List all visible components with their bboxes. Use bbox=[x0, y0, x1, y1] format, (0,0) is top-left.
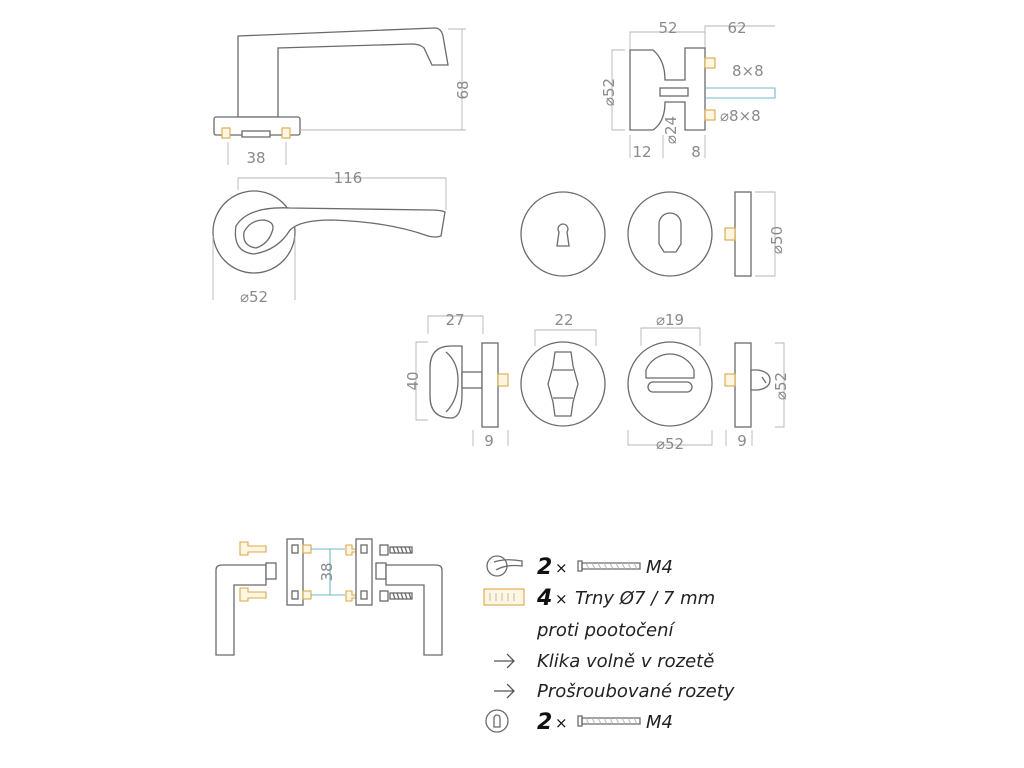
legend-row-1: 2 × M4 bbox=[486, 555, 673, 580]
legend-row-4: Klika volně v rozetě bbox=[494, 651, 714, 672]
wc-release-side-view: 9 ⌀52 bbox=[724, 342, 790, 450]
dim-release-width: 22 bbox=[554, 311, 573, 329]
legend-text-2: Trny Ø7 / 7 mm bbox=[575, 588, 715, 609]
legend-text-5: Prošroubované rozety bbox=[537, 681, 735, 702]
legend: 2 × M4 4 × Trny Ø7 / 7 mm proti pootočen… bbox=[483, 555, 735, 735]
cylinder-rose bbox=[627, 191, 713, 277]
dim-escutcheon-diameter: ⌀50 bbox=[768, 226, 786, 254]
legend-text-4: Klika volně v rozetě bbox=[537, 651, 714, 672]
legend-text-1: M4 bbox=[646, 557, 673, 578]
dim-knob-offset: 12 bbox=[632, 143, 651, 161]
dim-knob-base: 8 bbox=[691, 143, 701, 161]
dim-release-base: 9 bbox=[737, 432, 747, 450]
legend-row-2: 4 × Trny Ø7 / 7 mm bbox=[483, 586, 715, 611]
legend-row-5: Prošroubované rozety bbox=[494, 681, 735, 702]
dim-knob-diameter: ⌀52 bbox=[600, 78, 618, 106]
wc-turn-side-view: 27 40 9 bbox=[404, 311, 509, 450]
lever-top-view: 116 ⌀52 bbox=[212, 169, 447, 306]
exploded-assembly: 38 bbox=[215, 538, 443, 656]
dim-release-side: ⌀52 bbox=[772, 372, 790, 400]
dim-spindle-square: 8×8 bbox=[732, 62, 764, 80]
screw-icon bbox=[577, 715, 641, 727]
wc-release-front-view: ⌀19 ⌀52 bbox=[627, 311, 713, 453]
rose-side-profile bbox=[734, 191, 752, 277]
legend-text-6: M4 bbox=[646, 712, 673, 733]
pin-icon bbox=[483, 588, 525, 606]
dim-handle-length: 116 bbox=[334, 169, 363, 187]
keyhole-icon bbox=[556, 223, 570, 247]
cylinder-icon bbox=[658, 212, 682, 253]
dim-turn-base: 9 bbox=[484, 432, 494, 450]
knob-side-view: 52 62 8×8 ⌀8×8 ⌀52 ⌀24 12 8 bbox=[600, 19, 776, 161]
screw-icon bbox=[577, 560, 641, 572]
legend-times-6: × bbox=[555, 714, 568, 732]
dim-handle-height: 68 bbox=[454, 80, 472, 99]
handle-rose-icon bbox=[486, 555, 523, 577]
dim-knob-width: 52 bbox=[658, 19, 677, 37]
arrow-right-icon bbox=[494, 683, 515, 699]
dim-knob-depth: 62 bbox=[727, 19, 746, 37]
lever-side-view: 68 38 bbox=[213, 27, 472, 167]
escutcheon-row: ⌀50 bbox=[520, 191, 786, 277]
dim-release-rose: ⌀52 bbox=[656, 435, 684, 453]
legend-times-2: × bbox=[555, 590, 568, 608]
dim-rose-diameter: ⌀52 bbox=[240, 288, 268, 306]
legend-row-6: 2 × M4 bbox=[485, 709, 673, 735]
dim-turn-width: 27 bbox=[445, 311, 464, 329]
cylinder-rose-icon bbox=[485, 709, 509, 733]
legend-text-3: proti pootočení bbox=[536, 620, 677, 641]
dim-knob-neck: ⌀24 bbox=[662, 116, 680, 144]
wc-turn-front-view: 22 bbox=[520, 311, 606, 427]
dim-handle-base: 38 bbox=[246, 149, 265, 167]
keyhole-rose bbox=[520, 191, 606, 277]
arrow-right-icon bbox=[494, 653, 515, 669]
legend-count-1: 2 bbox=[537, 555, 552, 580]
dim-turn-height: 40 bbox=[404, 371, 422, 390]
legend-count-6: 2 bbox=[537, 710, 552, 735]
legend-times-1: × bbox=[555, 559, 568, 577]
dim-assembly-spacing: 38 bbox=[318, 562, 336, 581]
dim-release-slot: ⌀19 bbox=[656, 311, 684, 329]
dim-pin-round: ⌀8×8 bbox=[720, 107, 761, 125]
legend-count-2: 4 bbox=[536, 586, 552, 611]
